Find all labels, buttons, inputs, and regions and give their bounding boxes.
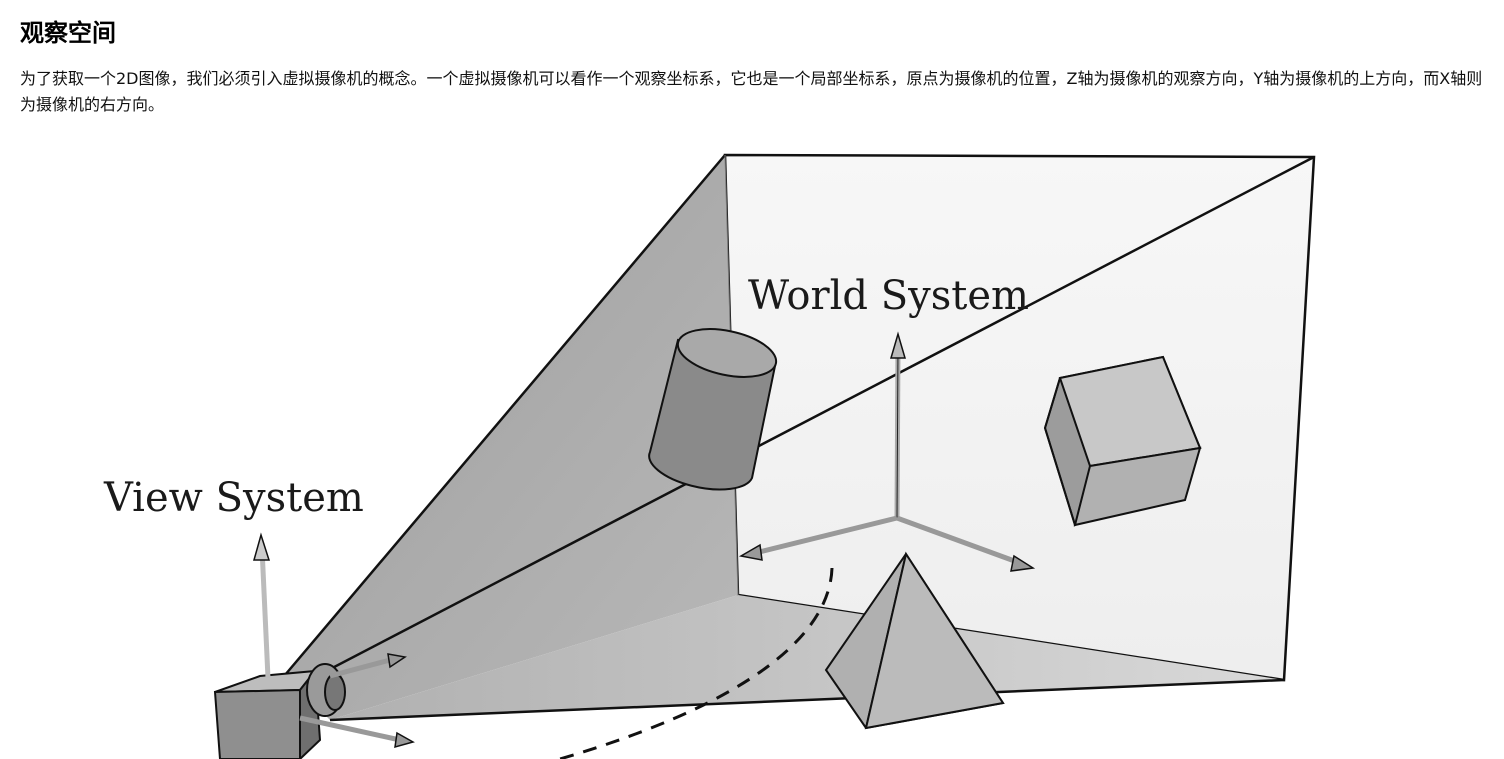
left-wall — [285, 155, 738, 720]
page-title: 观察空间 — [20, 19, 116, 47]
camera-object — [213, 663, 346, 759]
world-system-label: World System — [748, 273, 1029, 319]
cylinder-object — [648, 328, 778, 491]
frustum-edge-top — [284, 154, 726, 676]
frustum-edge-bottom — [329, 678, 1285, 722]
view-space-figure: World System View System — [0, 140, 1504, 759]
view-space-diagram: World System View System — [103, 153, 1316, 759]
view-system-label: View System — [103, 475, 364, 521]
camera-path — [559, 567, 834, 759]
cube-object — [1043, 355, 1202, 527]
world-axes — [738, 331, 1036, 572]
frustum-diagonal — [289, 155, 1315, 692]
intro-paragraph: 为了获取一个2D图像，我们必须引入虚拟摄像机的概念。一个虚拟摄像机可以看作一个观… — [20, 69, 1483, 114]
view-axes — [253, 532, 415, 749]
pyramid-object — [824, 551, 1005, 730]
